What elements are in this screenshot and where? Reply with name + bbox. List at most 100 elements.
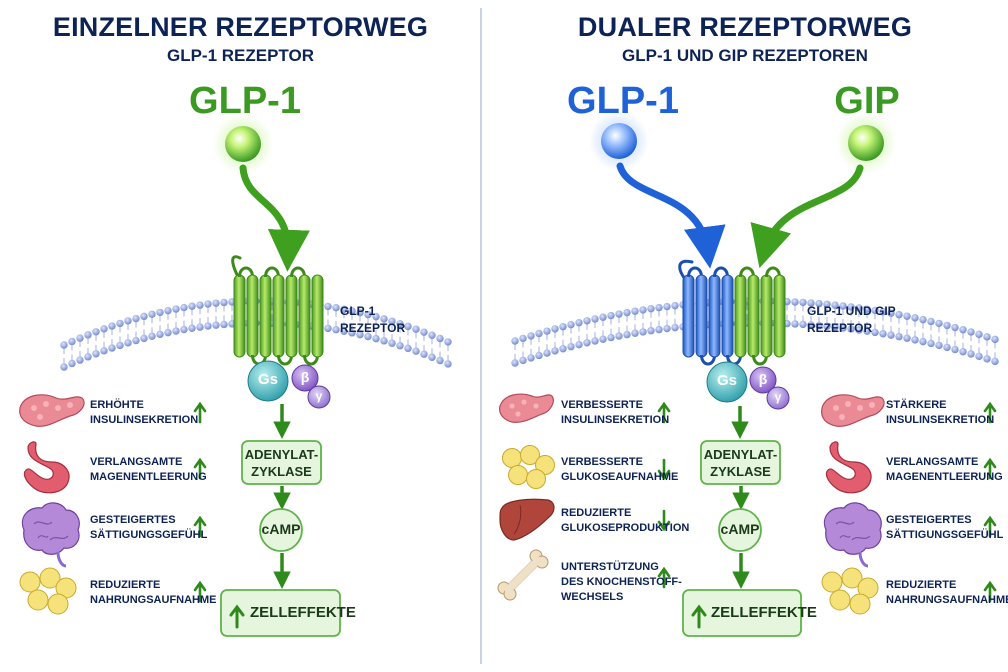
up-arrow-icon bbox=[193, 457, 207, 480]
lipid-head bbox=[591, 315, 599, 323]
lipid-head bbox=[180, 303, 188, 312]
lipid-head bbox=[847, 303, 855, 311]
beta-label-right: β bbox=[758, 371, 768, 387]
left-receptor-label: GLP-1 REZEPTOR bbox=[340, 303, 405, 337]
effect-line: MAGENENTLEERUNG bbox=[886, 471, 1003, 483]
up-arrow-icon bbox=[193, 515, 207, 538]
lipid-head bbox=[108, 322, 116, 330]
effect-line: NAHRUNGSAUFNAHME bbox=[90, 594, 217, 606]
lipid-head bbox=[615, 310, 623, 318]
lipid-head bbox=[967, 350, 975, 358]
lipid-head bbox=[567, 320, 575, 329]
lipid-head bbox=[831, 301, 839, 309]
effect-line: NAHRUNGSAUFNAHME bbox=[886, 594, 1008, 606]
lipid-head bbox=[863, 327, 871, 335]
lipid-head bbox=[895, 332, 903, 341]
lipid-head bbox=[791, 320, 799, 328]
receptor-loop bbox=[687, 266, 703, 278]
liver-icon bbox=[499, 498, 555, 541]
receptor-loop bbox=[264, 266, 280, 278]
up-arrow-icon bbox=[983, 457, 997, 480]
lipid-head bbox=[839, 302, 847, 310]
right-adenylat-zyklase-label: ADENYLAT- ZYKLASE bbox=[701, 446, 780, 480]
left-adenylat-zyklase-label: ADENYLAT- ZYKLASE bbox=[242, 446, 321, 480]
left-zelleffekte-label: ZELLEFFEKTE bbox=[250, 604, 356, 621]
effect-line: SÄTTIGUNGSGEFÜHL bbox=[90, 529, 208, 541]
zelleffekte-up-arrow bbox=[229, 604, 245, 629]
lipid-head bbox=[84, 331, 92, 339]
right-effect-arrows-a bbox=[657, 401, 671, 589]
zelleffekte-up-arrow-right bbox=[691, 604, 707, 629]
stomach-icon bbox=[23, 441, 70, 494]
lipid-head bbox=[671, 301, 679, 310]
lipid-head bbox=[911, 336, 919, 344]
lipid-head bbox=[124, 317, 132, 325]
left-effect-1: ERHÖHTE INSULINSEKRETION bbox=[90, 398, 198, 428]
lipid-head bbox=[591, 337, 599, 345]
receptor-helix bbox=[734, 274, 747, 358]
lipid-head bbox=[919, 315, 927, 324]
effect-line: SÄTTIGUNGSGEFÜHL bbox=[886, 529, 1004, 541]
left-effect-4: REDUZIERTE NAHRUNGSAUFNAHME bbox=[90, 578, 217, 608]
lipid-head bbox=[164, 306, 172, 315]
lipid-head bbox=[372, 312, 380, 321]
receptor-loop bbox=[752, 354, 768, 366]
lipid-head bbox=[380, 337, 388, 345]
lipid-head bbox=[519, 334, 527, 343]
lipid-head bbox=[436, 334, 444, 343]
effect-line: VERLANGSAMTE bbox=[90, 456, 183, 468]
lipid-head bbox=[68, 337, 76, 346]
lipid-head bbox=[204, 300, 212, 308]
down-arrow-icon bbox=[657, 458, 671, 481]
receptor-helix bbox=[298, 274, 311, 358]
lipid-head bbox=[951, 345, 959, 354]
zelleffekte-box bbox=[220, 589, 341, 637]
beta-label: β bbox=[300, 369, 310, 385]
lipid-head bbox=[823, 300, 831, 308]
lipid-head bbox=[535, 329, 543, 338]
lipid-head bbox=[863, 305, 871, 313]
gs-subunit-right bbox=[706, 361, 748, 403]
lipid-head bbox=[807, 299, 815, 307]
effect-line: REDUZIERTE bbox=[561, 507, 632, 519]
lipid-head bbox=[60, 363, 68, 371]
lipid-head bbox=[340, 305, 348, 313]
lipid-head bbox=[212, 321, 220, 329]
lipid-head bbox=[615, 332, 623, 340]
receptor-loop bbox=[713, 266, 729, 278]
effect-line: GESTEIGERTES bbox=[886, 514, 972, 526]
enzyme-label-line: ZYKLASE bbox=[710, 464, 771, 479]
lipid-head bbox=[647, 305, 655, 313]
lipid-head bbox=[655, 303, 663, 312]
down-arrow-icon bbox=[657, 509, 671, 532]
lipid-head bbox=[388, 317, 396, 325]
lipid-head bbox=[983, 355, 991, 363]
lipid-head bbox=[639, 306, 647, 314]
lipid-head bbox=[348, 329, 356, 337]
effect-line: MAGENENTLEERUNG bbox=[90, 471, 207, 483]
effect-line: GESTEIGERTES bbox=[90, 514, 176, 526]
right-left-effect-4: UNTERSTÜTZUNG DES KNOCHENSTOFF- WECHSELS bbox=[561, 560, 682, 605]
lipid-head bbox=[607, 311, 615, 320]
receptor-helix bbox=[682, 274, 695, 358]
lipid-head bbox=[991, 335, 999, 344]
lipid-head bbox=[847, 325, 855, 333]
receptor-label-line: REZEPTOR bbox=[340, 321, 406, 335]
lipid-head bbox=[631, 307, 639, 315]
left-effect-3: GESTEIGERTES SÄTTIGUNGSGEFÜHL bbox=[90, 513, 207, 543]
receptor-loop bbox=[765, 266, 781, 278]
lipid-head bbox=[927, 339, 935, 348]
glp1-binding-arrow bbox=[239, 164, 310, 272]
lipid-head bbox=[172, 305, 180, 313]
lipid-head bbox=[543, 327, 551, 335]
lipid-head bbox=[428, 353, 436, 361]
lipid-head bbox=[204, 322, 212, 330]
lipid-head bbox=[348, 307, 356, 315]
receptor-label-line: GLP-1 bbox=[340, 304, 376, 318]
lipid-head bbox=[607, 333, 615, 342]
effect-line: UNTERSTÜTZUNG bbox=[561, 561, 659, 573]
bone-icon bbox=[497, 549, 549, 601]
lipid-head bbox=[212, 299, 220, 307]
lipid-head bbox=[364, 332, 372, 341]
enzyme-label-line: ADENYLAT- bbox=[703, 447, 778, 462]
